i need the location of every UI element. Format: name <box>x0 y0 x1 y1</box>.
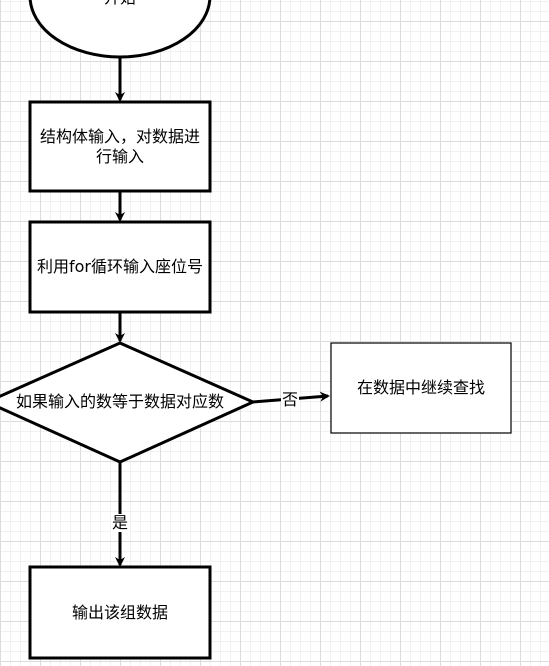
output-node-label: 输出该组数据 <box>71 602 168 622</box>
input-struct-node-shape[interactable] <box>28 100 212 193</box>
decision-node-label: 如果输入的数等于数据对应数 <box>15 392 224 411</box>
output-node-shape[interactable] <box>28 565 212 660</box>
loop-input-node-shape[interactable] <box>28 220 212 314</box>
continue-search-node-shape[interactable] <box>330 342 512 434</box>
loop-input-node-label: 利用for循环输入座位号 <box>36 257 203 276</box>
start-node-label: 开始 <box>30 0 210 10</box>
edge-no-label: 否 <box>281 390 300 409</box>
input-struct-node-label: 结构体输入，对数据进行输入 <box>39 127 200 166</box>
continue-search-node-label: 在数据中继续查找 <box>356 378 485 397</box>
edge-yes-label: 是 <box>111 513 130 532</box>
